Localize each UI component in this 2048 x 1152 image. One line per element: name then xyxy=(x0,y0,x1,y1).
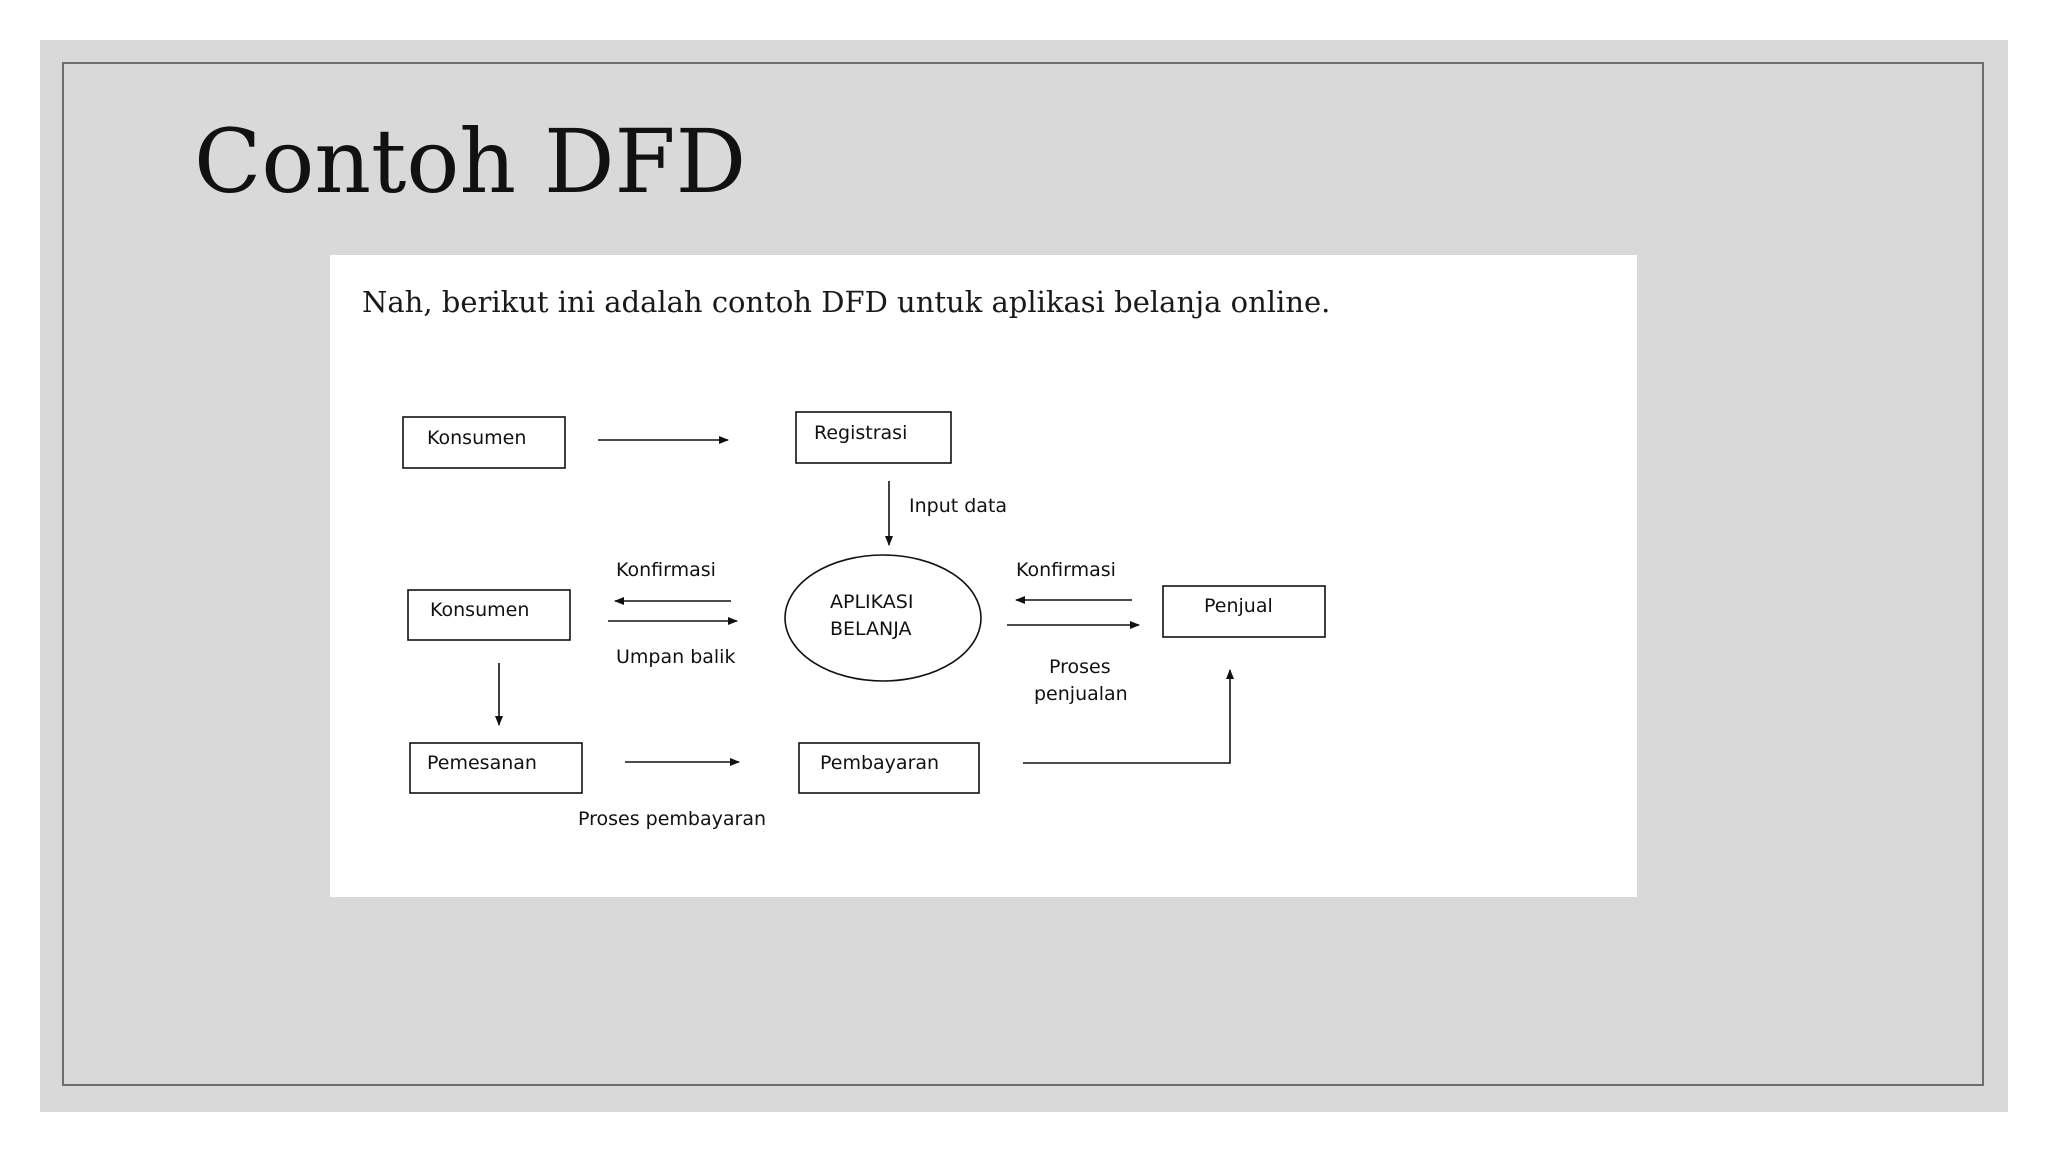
flow-pembayaran-to-penjual xyxy=(1023,669,1234,764)
pemesanan-label: Pemesanan xyxy=(427,752,537,774)
proses-pembayaran-label: Proses pembayaran xyxy=(578,808,766,830)
konsumen-mid-label: Konsumen xyxy=(430,599,529,621)
process-label-line1: APLIKASI xyxy=(830,591,913,613)
konfirmasi-left-label: Konfirmasi xyxy=(616,559,716,581)
pembayaran-node: Pembayaran xyxy=(798,742,980,794)
pemesanan-node: Pemesanan xyxy=(409,742,583,794)
penjual-node: Penjual xyxy=(1162,585,1326,638)
konfirmasi-right-label: Konfirmasi xyxy=(1016,559,1116,581)
pembayaran-label: Pembayaran xyxy=(820,752,939,774)
proses-penjualan-label-1: Proses xyxy=(1049,656,1111,678)
konsumen-mid-node: Konsumen xyxy=(407,589,571,641)
dfd-diagram: Konsumen Registrasi Input data Konsumen … xyxy=(402,411,1326,830)
slide-title: Contoh DFD xyxy=(194,110,747,213)
registrasi-node: Registrasi xyxy=(795,411,952,464)
slide-border xyxy=(62,62,1984,1086)
penjual-label: Penjual xyxy=(1204,595,1273,617)
konsumen-top-node: Konsumen xyxy=(402,416,566,469)
input-data-label: Input data xyxy=(909,495,1007,517)
proses-penjualan-label-2: penjualan xyxy=(1034,683,1128,705)
registrasi-label: Registrasi xyxy=(814,422,907,444)
konsumen-top-label: Konsumen xyxy=(427,427,526,449)
umpan-balik-label: Umpan balik xyxy=(616,646,735,668)
intro-text: Nah, berikut ini adalah contoh DFD untuk… xyxy=(362,285,1331,319)
dfd-figure: Nah, berikut ini adalah contoh DFD untuk… xyxy=(330,255,1637,897)
aplikasi-belanja-process: APLIKASI BELANJA xyxy=(784,554,982,682)
process-label-line2: BELANJA xyxy=(830,618,912,640)
